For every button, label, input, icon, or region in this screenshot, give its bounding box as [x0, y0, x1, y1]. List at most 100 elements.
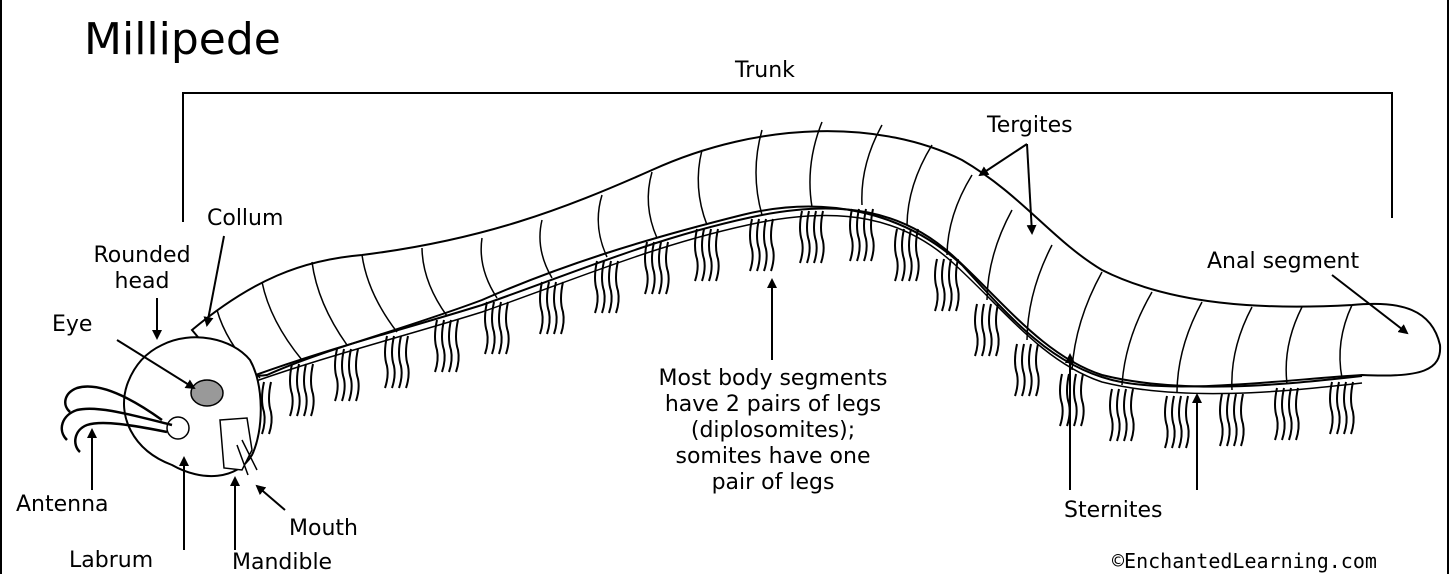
label-eye: Eye — [52, 312, 92, 338]
segment-line — [598, 195, 607, 257]
segment-line — [312, 262, 347, 345]
leg — [385, 336, 388, 388]
leg — [1060, 374, 1063, 426]
segment-line — [756, 130, 762, 215]
leg — [1074, 374, 1077, 426]
arrow-tergites-2 — [1027, 144, 1032, 233]
arrow-mouth — [257, 486, 285, 510]
leg — [814, 211, 817, 263]
segment-line — [1027, 245, 1052, 340]
leg — [349, 349, 352, 401]
diagram-title: Millipede — [84, 14, 281, 65]
leg — [1029, 344, 1032, 396]
leg — [1337, 382, 1340, 434]
leg — [269, 382, 272, 434]
leg — [506, 302, 509, 354]
leg — [989, 304, 992, 356]
segment-line — [648, 172, 657, 238]
leg — [609, 261, 612, 313]
leg — [304, 364, 307, 416]
segment-line — [362, 255, 397, 332]
leg — [659, 242, 662, 294]
leg — [996, 304, 999, 356]
segment-line — [907, 145, 932, 225]
leg — [1036, 344, 1039, 396]
label-labrum: Labrum — [69, 548, 153, 574]
leg — [895, 229, 898, 281]
leg — [406, 336, 409, 388]
antenna-socket — [167, 417, 189, 439]
label-tergites: Tergites — [987, 113, 1073, 139]
leg — [1022, 344, 1025, 396]
credit-text: ©EnchantedLearning.com — [1112, 549, 1377, 573]
leg — [499, 302, 502, 354]
leg — [1186, 396, 1189, 448]
leg — [435, 320, 438, 372]
leg — [975, 304, 978, 356]
arrow-tergites-1 — [980, 144, 1027, 175]
leg — [807, 211, 810, 263]
segment-line — [1232, 307, 1252, 390]
leg — [1117, 389, 1120, 441]
leg — [764, 219, 767, 271]
leg — [595, 261, 598, 313]
leg — [356, 349, 359, 401]
label-mouth: Mouth — [289, 516, 358, 542]
leg — [800, 211, 803, 263]
label-sternites: Sternites — [1064, 498, 1162, 524]
leg — [716, 229, 719, 281]
label-mandible: Mandible — [232, 550, 332, 576]
leg — [949, 259, 952, 311]
label-anal-segment: Anal segment — [1207, 249, 1359, 275]
segment-line — [1072, 272, 1102, 370]
leg — [1282, 388, 1285, 440]
ventral-line — [242, 208, 1362, 386]
leg — [1344, 382, 1347, 434]
leg — [1081, 374, 1084, 426]
leg — [1165, 396, 1168, 448]
leg — [1015, 344, 1018, 396]
segment-line — [698, 150, 707, 225]
leg — [909, 229, 912, 281]
label-trunk: Trunk — [735, 58, 795, 84]
leg — [561, 282, 564, 334]
leg — [1275, 388, 1278, 440]
segment-line — [1122, 292, 1152, 385]
leg — [399, 336, 402, 388]
leg — [864, 209, 867, 261]
leg — [935, 259, 938, 311]
label-rounded-head: Rounded head — [74, 243, 210, 295]
segment-line — [481, 238, 497, 298]
leg — [1330, 382, 1333, 434]
leg — [902, 229, 905, 281]
leg — [942, 259, 945, 311]
leg — [342, 349, 345, 401]
leg — [1289, 388, 1292, 440]
leg — [1234, 394, 1237, 446]
leg — [871, 209, 874, 261]
leg — [311, 364, 314, 416]
leg — [290, 364, 293, 416]
leg — [757, 219, 760, 271]
label-antenna: Antenna — [16, 492, 109, 518]
leg — [492, 302, 495, 354]
leg — [645, 242, 648, 294]
arrow-anal-segment — [1332, 275, 1407, 333]
leg — [1110, 389, 1113, 441]
leg — [554, 282, 557, 334]
leg — [1227, 394, 1230, 446]
segment-line — [810, 122, 822, 207]
leg — [750, 219, 753, 271]
leg — [456, 320, 459, 372]
leg — [771, 219, 774, 271]
leg — [1296, 388, 1299, 440]
leg — [262, 382, 265, 434]
label-body-segments: Most body segments have 2 pairs of legs … — [614, 366, 932, 496]
leg — [1179, 396, 1182, 448]
segment-line — [862, 125, 882, 205]
trunk-bracket — [183, 93, 1392, 222]
leg — [821, 211, 824, 263]
leg — [392, 336, 395, 388]
leg — [1131, 389, 1134, 441]
leg — [1351, 382, 1354, 434]
